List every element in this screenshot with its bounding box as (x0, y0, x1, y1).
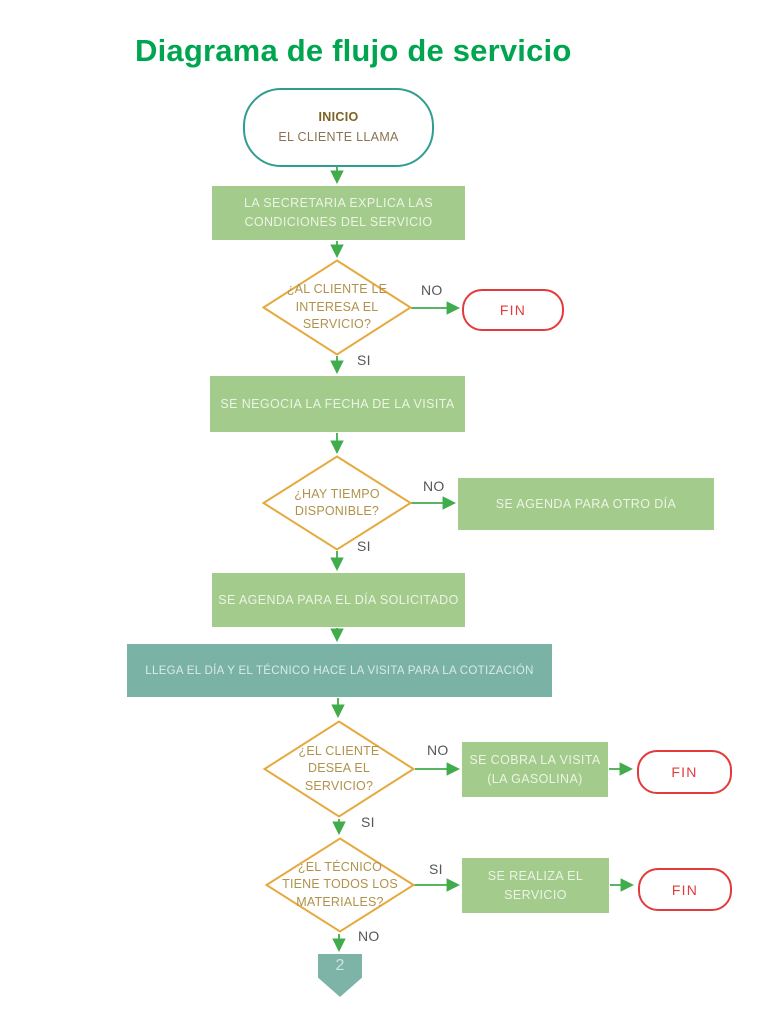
end-node-fin-3: FIN (638, 868, 732, 911)
end-node-fin-2: FIN (637, 750, 732, 794)
start-node: INICIO EL CLIENTE LLAMA (243, 88, 434, 167)
process-agenda-dia-solicitado: SE AGENDA PARA EL DÍA SOLICITADO (212, 573, 465, 627)
end-node-fin-2-label: FIN (671, 764, 698, 780)
end-node-fin-1-label: FIN (499, 302, 527, 318)
page-connector-2-label: 2 (335, 957, 345, 974)
edge-label-si-4: SI (429, 861, 443, 877)
process-negocia-fecha-label: SE NEGOCIA LA FECHA DE LA VISITA (220, 396, 455, 411)
edge-label-no-3: NO (427, 742, 449, 758)
decision-diamond-shape (265, 837, 415, 933)
edge-label-si-1: SI (357, 352, 371, 368)
process-tecnico-visita-cotizacion-label: LLEGA EL DÍA Y EL TÉCNICO HACE LA VISITA… (145, 664, 534, 677)
edge-label-no-4: NO (358, 928, 380, 944)
decision-diamond-shape (262, 455, 412, 551)
process-cobra-visita: SE COBRA LA VISITA(LA GASOLINA) (462, 742, 608, 797)
page-connector-2: 2 (318, 954, 362, 997)
decision-diamond-shape (263, 720, 415, 818)
end-node-fin-1: FIN (462, 289, 564, 331)
end-node-fin-3-label: FIN (671, 881, 699, 898)
process-tecnico-visita-cotizacion: LLEGA EL DÍA Y EL TÉCNICO HACE LA VISITA… (127, 644, 552, 697)
start-node-title: INICIO (318, 110, 359, 125)
process-agenda-otro-dia-label: SE AGENDA PARA OTRO DÍA (495, 496, 677, 511)
decision-diamond-shape (262, 259, 412, 356)
process-agenda-dia-solicitado-label: SE AGENDA PARA EL DÍA SOLICITADO (218, 592, 459, 607)
edge-label-no-2: NO (423, 478, 445, 494)
edge-label-si-3: SI (361, 814, 375, 830)
process-cobra-visita-label: SE COBRA LA VISITA(LA GASOLINA) (469, 752, 601, 786)
edge-label-si-2: SI (357, 538, 371, 554)
process-negocia-fecha: SE NEGOCIA LA FECHA DE LA VISITA (210, 376, 465, 432)
process-agenda-otro-dia: SE AGENDA PARA OTRO DÍA (458, 478, 714, 530)
edge-label-no-1: NO (421, 282, 443, 298)
start-node-subtitle: EL CLIENTE LLAMA (278, 129, 399, 144)
page-title: Diagrama de flujo de servicio (135, 33, 572, 68)
